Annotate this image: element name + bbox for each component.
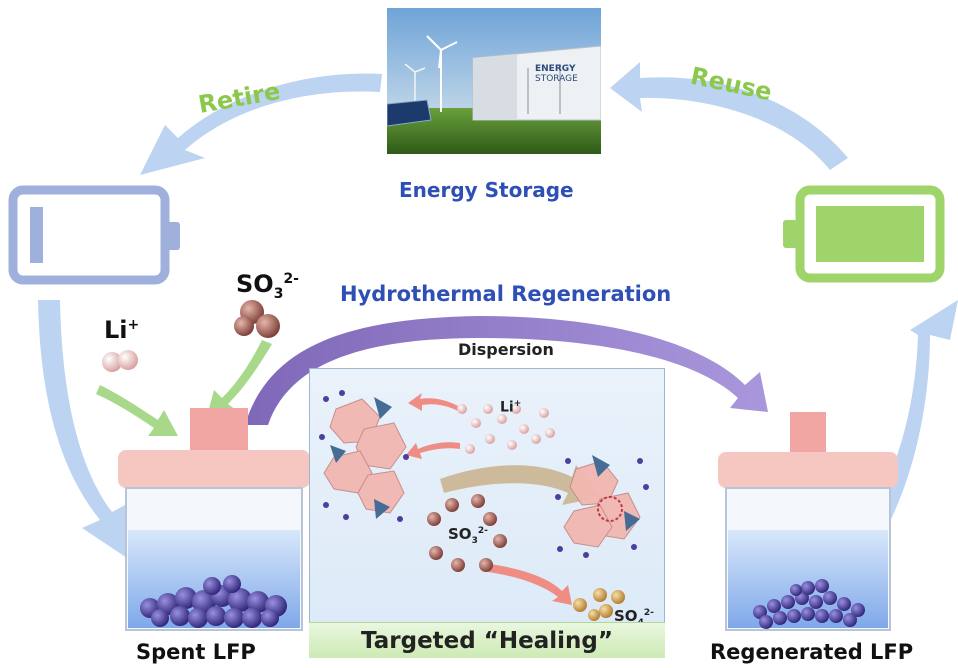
li-symbol: Li [104, 316, 128, 344]
li-ion-label: Li+ [104, 316, 139, 344]
hydrothermal-arc [245, 316, 768, 425]
inset-li-label: Li+ [500, 399, 521, 416]
reuse-arrow [610, 62, 848, 170]
targeted-healing-banner: Targeted “Healing” [309, 622, 665, 658]
so3-base: SO [236, 270, 274, 298]
regenerated-lfp-label: Regenerated LFP [710, 640, 914, 664]
li-charge: + [127, 317, 140, 333]
photo-sign-line1: ENERGY [535, 64, 576, 74]
dispersion-label: Dispersion [458, 340, 554, 359]
mechanism-inset: Li+ SO32- SO42- [309, 368, 665, 652]
spent-battery-icon [8, 185, 180, 285]
li-ion-molecule [102, 350, 138, 372]
energy-storage-label: Energy Storage [399, 178, 574, 202]
so3-molecule [234, 300, 280, 338]
so3-charge: 2- [283, 271, 299, 287]
energy-storage-photo: ENERGY STORAGE [387, 8, 601, 154]
left-down-arrow [38, 300, 130, 560]
inset-so4-base: SO [614, 607, 638, 625]
retire-arrow [140, 73, 382, 175]
spent-particles [140, 575, 287, 628]
photo-sign: ENERGY STORAGE [535, 64, 578, 84]
so3-input-arrow [206, 340, 272, 420]
inset-so3-base: SO [448, 525, 472, 543]
so3-sub: 3 [273, 285, 284, 302]
full-battery-icon [783, 185, 945, 283]
spent-lfp-label: Spent LFP [136, 640, 256, 664]
inset-li-symbol: Li [500, 399, 514, 416]
inset-so4-charge: 2- [643, 608, 654, 618]
hydrothermal-title: Hydrothermal Regeneration [340, 282, 672, 306]
so3-label: SO32- [236, 270, 299, 302]
inset-so3-label: SO32- [448, 525, 488, 546]
right-up-arrow [862, 300, 958, 540]
inset-so3-charge: 2- [477, 526, 488, 536]
inset-li-charge: + [513, 399, 522, 409]
li-input-arrow [96, 385, 178, 436]
photo-sign-line2: STORAGE [535, 74, 578, 84]
inset-so3-sub: 3 [471, 536, 478, 546]
regenerated-particles [753, 579, 865, 629]
